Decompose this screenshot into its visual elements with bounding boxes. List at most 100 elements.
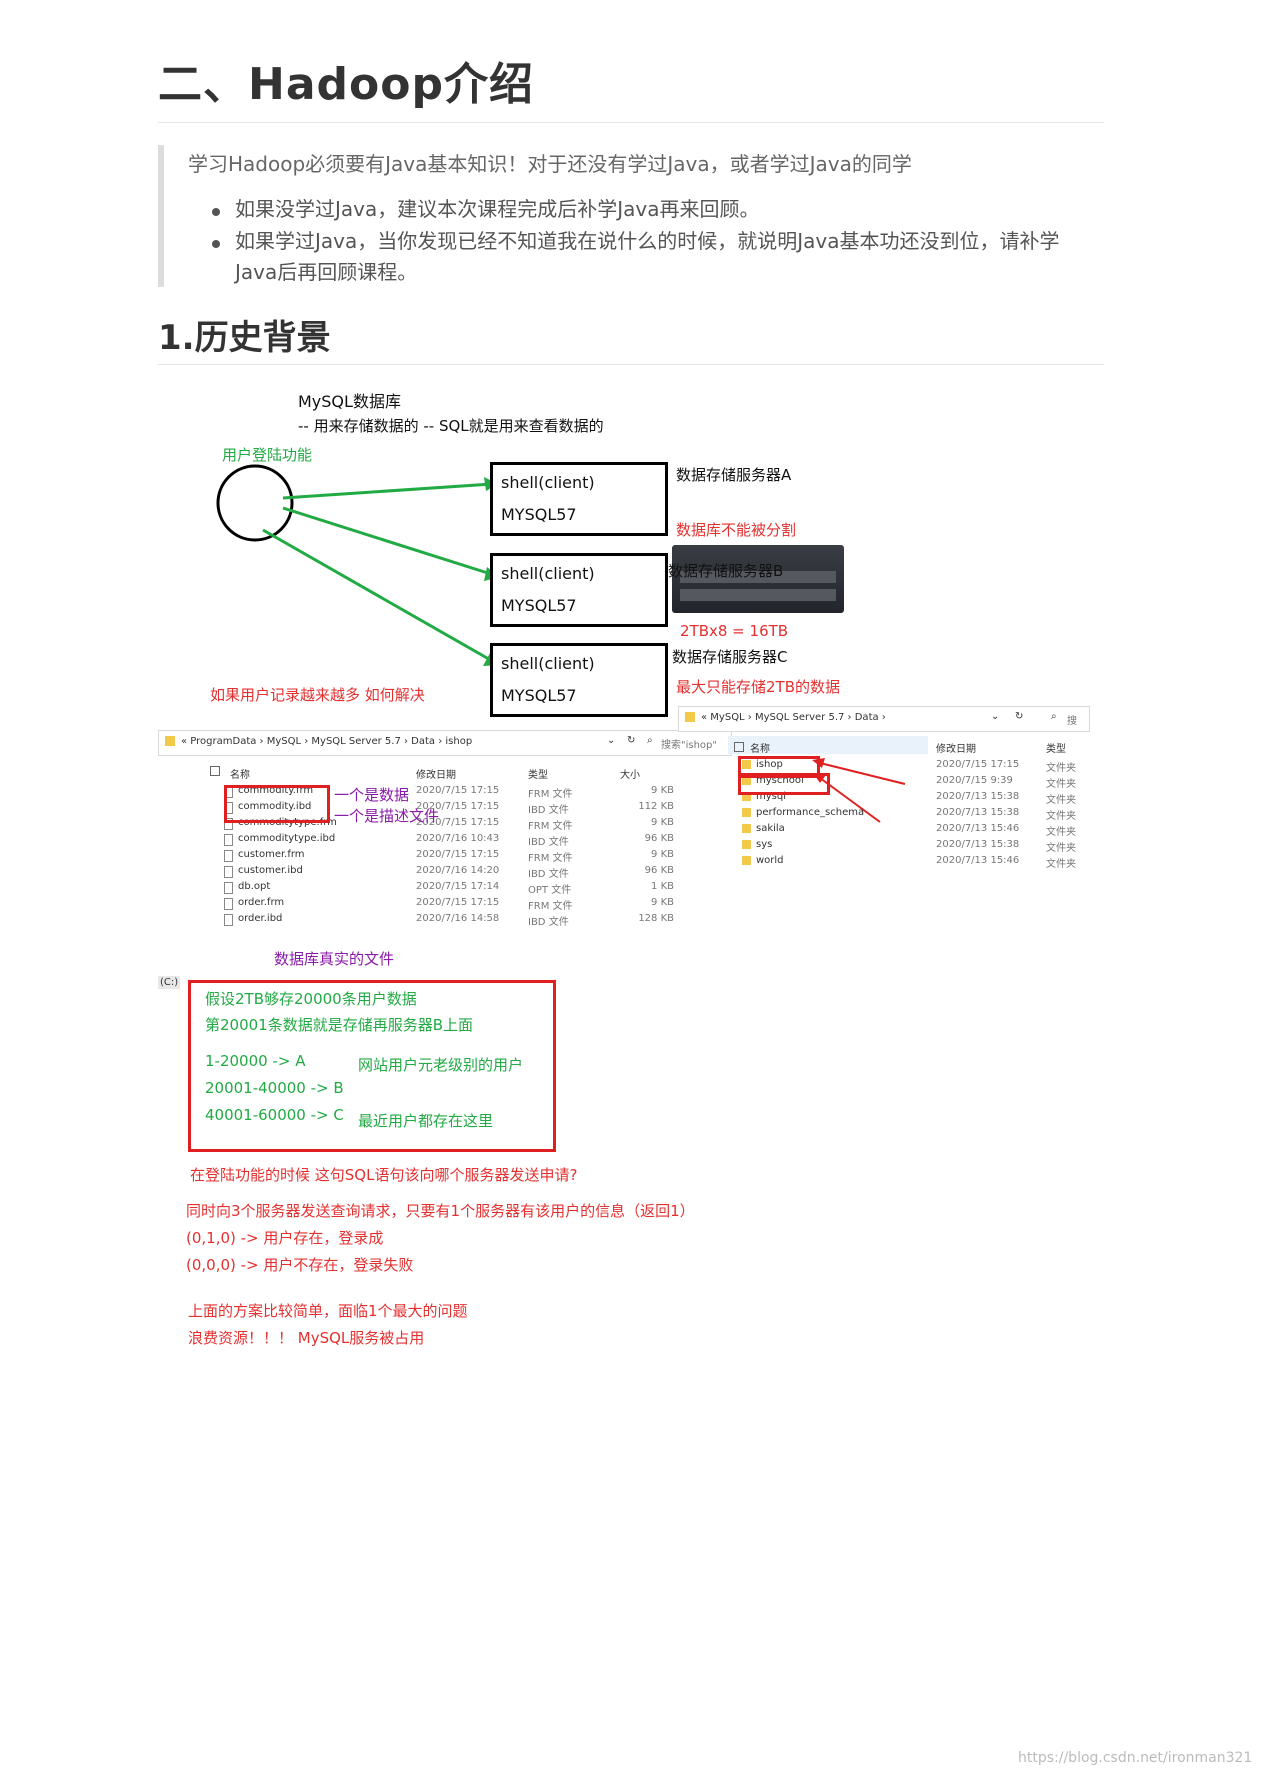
real-files-label: 数据库真实的文件 [274,950,395,968]
file-size: 96 KB [644,833,674,844]
watermark: https://blog.csdn.net/ironman321 [1018,1750,1253,1766]
right-address-bar[interactable]: « MySQL › MySQL Server 5.7 › Data › ⌄ ↻ … [678,706,1090,732]
folder-icon [742,856,751,865]
answer-line2: (0,1,0) -> 用户存在，登录成 [186,1229,384,1247]
refresh-icon[interactable]: ↻ [1015,711,1024,722]
right-col-name[interactable]: 名称 [750,744,770,755]
left-search-input[interactable]: 搜索"ishop" [661,740,717,751]
col-name[interactable]: 名称 [230,770,250,781]
folder-name: sakila [756,823,785,834]
problem-line1: 上面的方案比较简单，面临1个最大的问题 [188,1302,468,1320]
file-icon [224,818,233,830]
file-date: 2020/7/16 14:58 [416,913,500,924]
folder-icon [742,824,751,833]
file-name: order.frm [238,897,285,908]
file-size: 128 KB [638,913,674,924]
folder-name: performance_schema [756,807,865,818]
right-header-hover [728,736,928,754]
folder-type: 文件夹 [1046,779,1076,790]
server-b-label: 数据存储服务器B [668,562,784,580]
file-type: OPT 文件 [528,885,572,896]
folder-type: 文件夹 [1046,859,1076,870]
range-a: 1-20000 -> A [205,1052,306,1070]
more-users-question: 如果用户记录越来越多 如何解决 [210,686,425,704]
file-name: db.opt [238,881,271,892]
file-type: IBD 文件 [528,869,569,880]
col-type[interactable]: 类型 [528,770,548,781]
bullet-dot [212,208,220,216]
mysql-label: MYSQL57 [501,505,577,524]
dropdown-icon[interactable]: ⌄ [607,735,616,746]
right-search-input[interactable]: 搜 [1067,716,1077,727]
highlight-ishop [738,756,820,778]
folder-row[interactable]: sys 2020/7/13 15:38 文件夹 [742,838,1082,854]
file-type: FRM 文件 [528,901,573,912]
shell-label: shell(client) [501,654,595,673]
col-date[interactable]: 修改日期 [416,770,456,781]
right-breadcrumb: « MySQL › MySQL Server 5.7 › Data › [701,712,886,723]
drive-label[interactable]: (C:) [158,976,181,989]
blockquote [158,145,1084,287]
file-date: 2020/7/15 17:14 [416,881,500,892]
answer-line3: (0,0,0) -> 用户不存在，登录失败 [186,1256,414,1274]
refresh-icon[interactable]: ↻ [627,735,636,746]
file-date: 2020/7/16 14:20 [416,865,500,876]
assumption-line2: 第20001条数据就是存储再服务器B上面 [205,1016,474,1034]
file-icon [224,866,233,878]
file-type: IBD 文件 [528,837,569,848]
annot-data: 一个是数据 [334,786,410,804]
folder-row[interactable]: ishop 2020/7/15 17:15 文件夹 [742,758,1082,774]
file-name: commodity.frm [238,785,314,796]
folder-type: 文件夹 [1046,843,1076,854]
note-recent-users: 最近用户都存在这里 [358,1112,494,1130]
folder-name: myschool [756,775,804,786]
folder-name: ishop [756,759,783,770]
file-type: FRM 文件 [528,789,573,800]
folder-type: 文件夹 [1046,763,1076,774]
select-all-checkbox[interactable] [734,742,744,752]
file-size: 9 KB [651,897,674,908]
folder-date: 2020/7/13 15:46 [936,855,1020,866]
file-size: 9 KB [651,817,674,828]
col-size[interactable]: 大小 [620,770,640,781]
folder-date: 2020/7/15 17:15 [936,759,1020,770]
assumption-line1: 假设2TB够存20000条用户数据 [205,990,417,1008]
right-col-date[interactable]: 修改日期 [936,744,976,755]
question-text: 在登陆功能的时候 这句SQL语句该向哪个服务器发送申请? [190,1166,578,1184]
folder-icon [685,712,695,722]
title-divider [158,122,1104,123]
select-all-checkbox[interactable] [210,766,220,776]
server-box-b: shell(client) MYSQL57 [490,553,668,627]
mysql-db-label: MySQL数据库 [298,392,401,411]
problem-line2: 浪费资源！！！ MySQL服务被占用 [188,1329,425,1347]
arrow-to-c [262,528,495,664]
range-b: 20001-40000 -> B [205,1079,344,1097]
folder-date: 2020/7/13 15:38 [936,839,1020,850]
bullet-item: 如果没学过Java，建议本次课程完成后补学Java再来回顾。 [235,197,760,221]
file-icon [224,898,233,910]
dropdown-icon[interactable]: ⌄ [991,711,1000,722]
file-size: 112 KB [638,801,674,812]
no-split-note: 数据库不能被分割 [676,521,797,539]
file-size: 9 KB [651,785,674,796]
file-icon [224,850,233,862]
file-icon [224,882,233,894]
folder-name: sys [756,839,773,850]
file-name: commodity.ibd [238,801,312,812]
folder-name: mysql [756,791,786,802]
left-address-bar[interactable]: « ProgramData › MySQL › MySQL Server 5.7… [158,730,732,756]
range-c: 40001-60000 -> C [205,1106,344,1124]
right-col-type[interactable]: 类型 [1046,744,1066,755]
max-store-note: 最大只能存储2TB的数据 [676,678,840,696]
